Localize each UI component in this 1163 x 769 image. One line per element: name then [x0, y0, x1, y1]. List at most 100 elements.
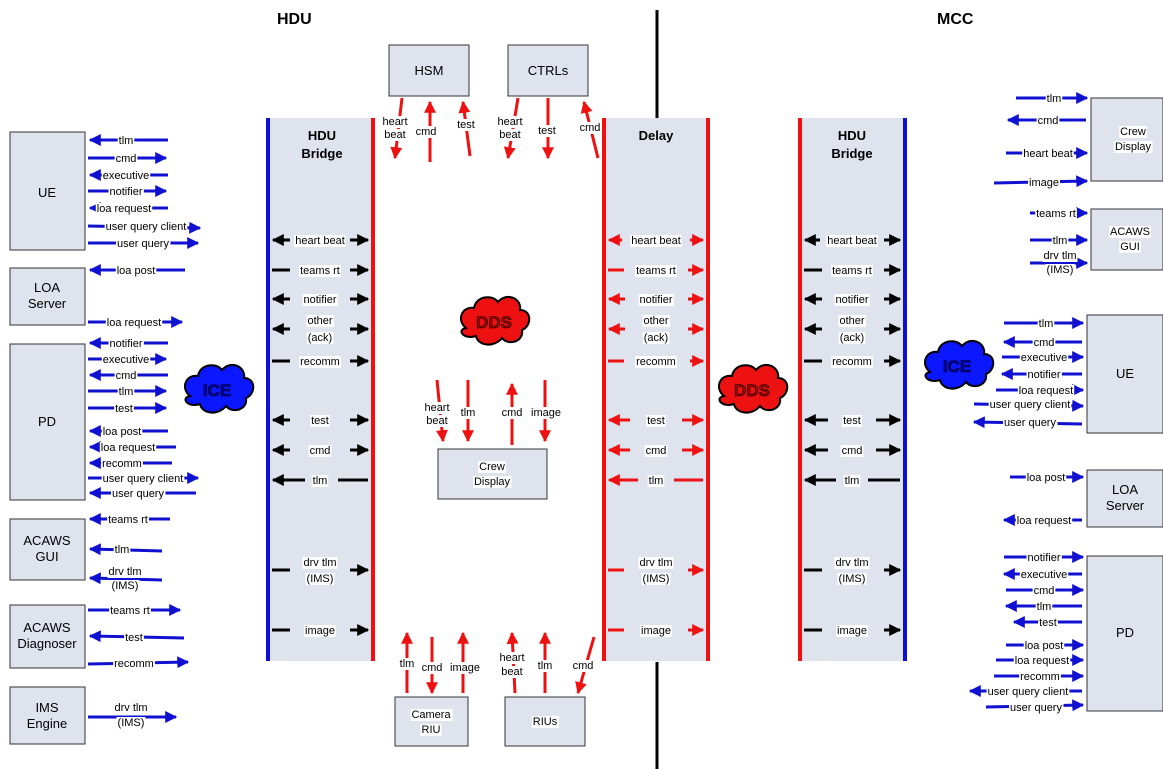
left-ue-arrow-labels: tlm cmd executive notifier loa request u…: [95, 135, 188, 250]
svg-text:GUI: GUI: [1120, 241, 1140, 253]
left-ims-arrow-labels: drv tlm (IMS): [113, 702, 149, 729]
label-backing: [472, 476, 512, 488]
label-backing: [1026, 369, 1062, 381]
svg-text:notifier: notifier: [109, 186, 142, 198]
svg-text:drv tlm: drv tlm: [640, 557, 673, 569]
svg-text:teams rt: teams rt: [300, 265, 340, 277]
left-ue-box[interactable]: UE: [9, 131, 86, 251]
label-backing: [836, 625, 868, 637]
svg-text:other: other: [307, 315, 332, 327]
label-backing: [1036, 115, 1060, 127]
left-ims-engine-box[interactable]: IMS Engine: [9, 686, 86, 745]
label-backing: [95, 203, 153, 215]
label-backing: [410, 709, 453, 721]
label-backing: [1019, 569, 1069, 581]
svg-text:heart: heart: [382, 116, 407, 128]
svg-text:Display: Display: [1115, 141, 1152, 153]
svg-text:tlm: tlm: [115, 544, 130, 556]
svg-text:tlm: tlm: [1053, 235, 1068, 247]
svg-text:executive: executive: [1021, 352, 1067, 364]
hsm-box[interactable]: HSM: [388, 44, 470, 97]
right-crew-arrow-labels: tlm cmd heart beat image: [1022, 93, 1074, 189]
svg-text:cmd: cmd: [580, 122, 601, 134]
label-backing: [642, 315, 670, 327]
label-backing: [1025, 472, 1067, 484]
right-pd-arrow-labels: notifier executive cmd tlm test loa post…: [986, 552, 1071, 714]
svg-text:cmd: cmd: [842, 445, 863, 457]
svg-text:cmd: cmd: [502, 407, 523, 419]
right-ice-cloud: ICE: [923, 339, 995, 390]
label-backing: [110, 580, 140, 592]
left-loa-server-box[interactable]: LOA Server: [9, 267, 86, 326]
label-backing: [449, 662, 481, 674]
label-backing: [108, 186, 144, 198]
ctrls-box[interactable]: CTRLs: [507, 44, 589, 97]
label-backing: [842, 415, 862, 427]
label-backing: [1026, 552, 1062, 564]
svg-text:GUI: GUI: [35, 549, 58, 564]
label-backing: [988, 399, 1072, 411]
label-backing: [124, 632, 144, 644]
svg-text:UE: UE: [38, 185, 56, 200]
svg-text:executive: executive: [1021, 569, 1067, 581]
label-backing: [630, 235, 682, 247]
label-backing: [1019, 671, 1061, 683]
svg-text:recomm: recomm: [102, 458, 142, 470]
left-acaws-diag-arrow-labels: teams rt test recomm: [109, 605, 155, 670]
label-backing: [459, 407, 477, 419]
svg-text:executive: executive: [103, 354, 149, 366]
svg-text:image: image: [450, 662, 480, 674]
label-backing: [423, 402, 451, 414]
left-acaws-gui-arrow-labels: teams rt tlm drv tlm (IMS): [107, 514, 149, 592]
left-acaws-diagnoser-box[interactable]: ACAWS Diagnoser: [9, 604, 86, 669]
label-backing: [456, 119, 476, 131]
rius-box[interactable]: RIUs: [504, 696, 586, 747]
label-backing: [498, 652, 526, 664]
svg-text:test: test: [1039, 617, 1057, 629]
label-backing: [1042, 250, 1078, 262]
svg-text:loa post: loa post: [117, 265, 156, 277]
left-acaws-gui-box[interactable]: ACAWS GUI: [9, 518, 86, 581]
svg-text:image: image: [305, 625, 335, 637]
svg-text:recomm: recomm: [114, 658, 154, 670]
label-backing: [299, 265, 341, 277]
svg-text:executive: executive: [103, 170, 149, 182]
label-backing: [530, 407, 562, 419]
label-backing: [1015, 515, 1073, 527]
right-crew-arrows: [993, 92, 1089, 188]
left-pd-box[interactable]: PD: [9, 343, 86, 501]
label-backing: [302, 294, 338, 306]
label-backing: [1037, 318, 1055, 330]
svg-text:cmd: cmd: [1034, 337, 1055, 349]
svg-text:heart: heart: [499, 652, 524, 664]
svg-text:heart: heart: [497, 116, 522, 128]
svg-text:Crew: Crew: [479, 461, 505, 473]
label-backing: [308, 445, 332, 457]
svg-text:HSM: HSM: [415, 63, 444, 78]
svg-text:notifier: notifier: [835, 294, 868, 306]
right-pd-box[interactable]: PD: [1086, 555, 1163, 712]
label-backing: [496, 116, 524, 128]
label-backing: [834, 557, 870, 569]
svg-text:ACAWS: ACAWS: [23, 620, 71, 635]
svg-text:other: other: [839, 315, 864, 327]
label-backing: [641, 573, 671, 585]
right-crew-display-box[interactable]: Crew Display: [1090, 97, 1163, 182]
camera-riu-box[interactable]: Camera RIU: [394, 696, 469, 747]
label-backing: [420, 662, 444, 674]
svg-text:ACAWS: ACAWS: [1110, 226, 1150, 238]
right-acaws-gui-box[interactable]: ACAWS GUI: [1090, 208, 1163, 271]
svg-text:user query: user query: [112, 488, 164, 500]
svg-text:teams rt: teams rt: [108, 514, 148, 526]
center-crew-display-box[interactable]: Crew Display: [437, 448, 548, 500]
svg-text:(IMS): (IMS): [112, 580, 139, 592]
hdu-bridge-left-arrows: [271, 234, 370, 636]
svg-text:cmd: cmd: [422, 662, 443, 674]
svg-text:(ack): (ack): [840, 332, 864, 344]
label-backing: [101, 170, 151, 182]
right-loa-server-box[interactable]: LOA Server: [1086, 469, 1163, 528]
right-ue-box[interactable]: UE: [1086, 314, 1163, 434]
label-backing: [838, 332, 866, 344]
svg-text:teams rt: teams rt: [636, 265, 676, 277]
label-backing: [381, 116, 409, 128]
